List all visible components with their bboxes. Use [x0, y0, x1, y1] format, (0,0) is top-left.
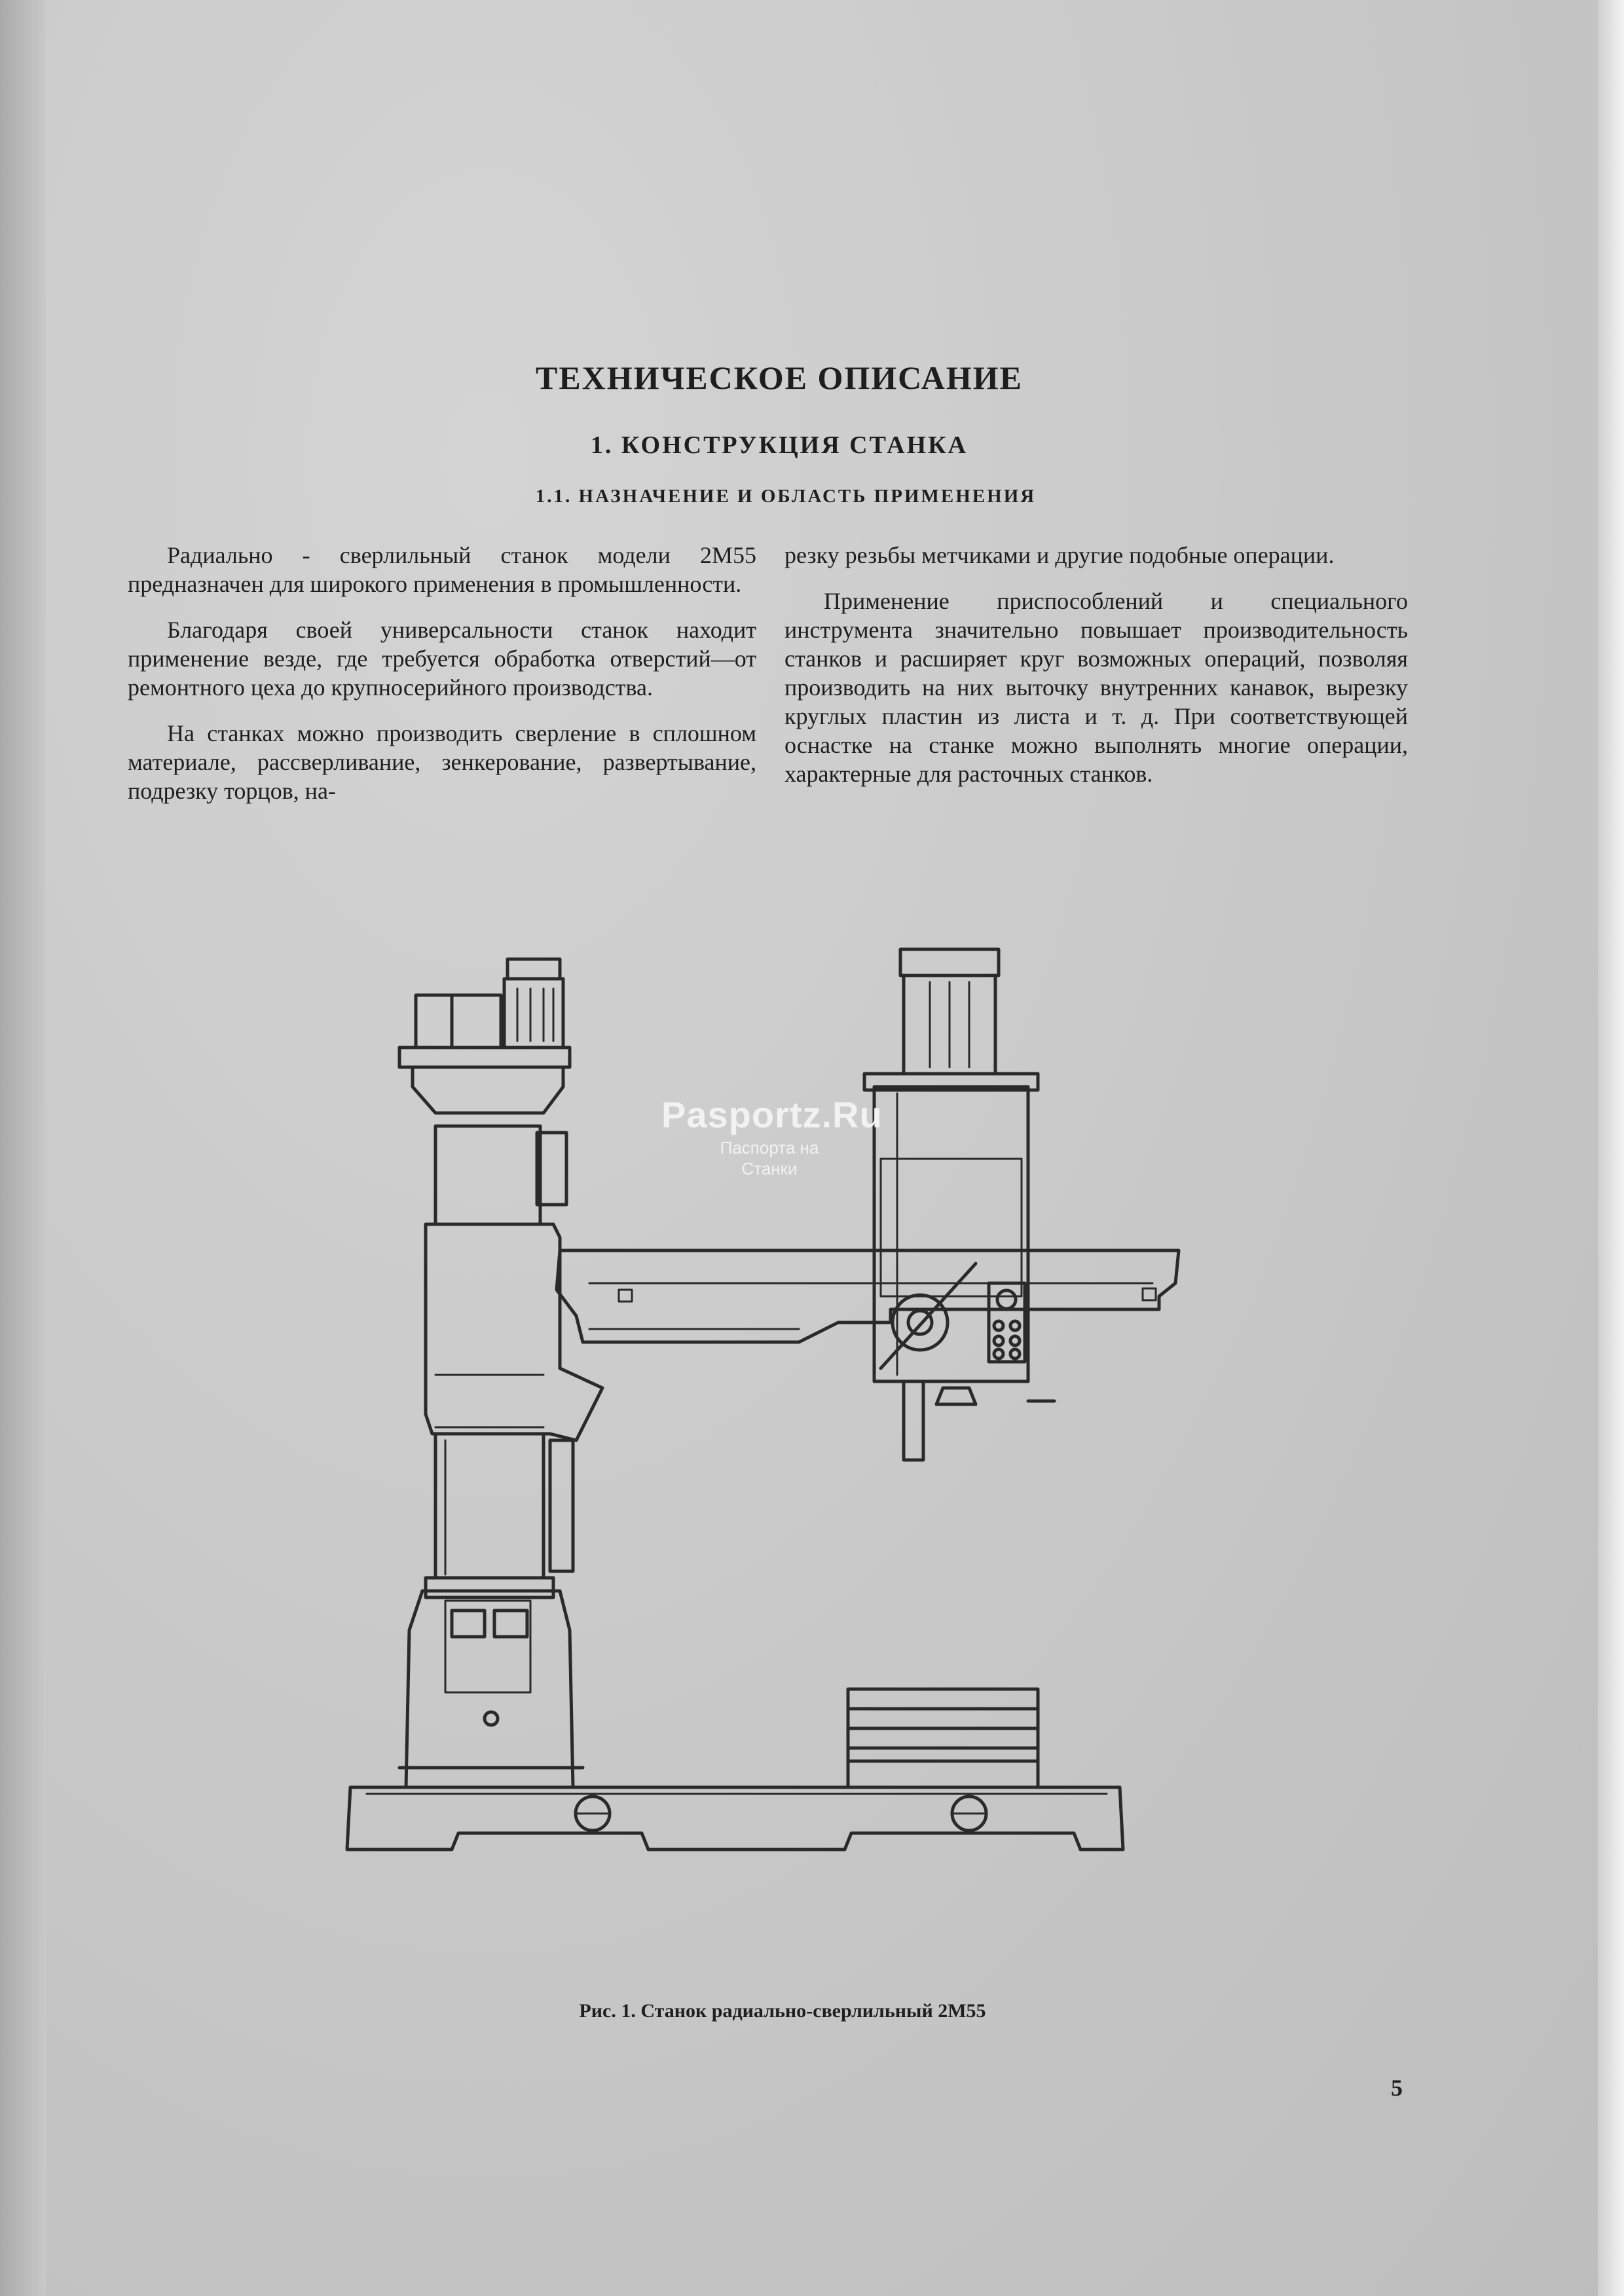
left-text-column: Радиально - сверлильный станок модели 2М…	[128, 541, 756, 822]
radial-arm	[555, 1248, 1181, 1344]
top-block-left	[414, 993, 454, 1049]
paragraph: Благодаря своей универсальности станок н…	[128, 617, 756, 701]
column	[434, 1432, 545, 1580]
watermark-subtitle-line2: Станки	[741, 1159, 798, 1178]
right-text-column: резку резьбы метчиками и другие подобные…	[784, 541, 1408, 805]
machine-base	[345, 1785, 1125, 1851]
paragraph: Применение приспособлений и специального…	[784, 588, 1408, 787]
watermark-title: Pasportz.Ru	[661, 1094, 883, 1135]
document-heading: ТЕХНИЧЕСКОЕ ОПИСАНИЕ	[535, 359, 1024, 396]
subsection-title: 1.1. НАЗНАЧЕНИЕ И ОБЛАСТЬ ПРИМЕНЕНИЯ	[535, 486, 1037, 507]
watermark-subtitle-line1: Паспорта на	[720, 1138, 819, 1157]
column-pedestal	[404, 1589, 575, 1789]
control-panel	[987, 1281, 1027, 1364]
work-table	[846, 1687, 1040, 1789]
page-number: 5	[1391, 2075, 1403, 2101]
paragraph-continuation: резку резьбы метчиками и другие подобные…	[784, 542, 1335, 568]
section-title: 1. КОНСТРУКЦИЯ СТАНКА	[590, 431, 969, 459]
scan-right-edge	[1598, 0, 1624, 2296]
radial-drill-figure	[345, 947, 1181, 1851]
watermark: Pasportz.Ru Паспорта на Станки	[661, 1093, 883, 1178]
spindle	[902, 1379, 925, 1462]
arm-sleeve	[424, 1222, 604, 1442]
handwheel	[891, 1293, 950, 1352]
scan-left-edge	[0, 0, 46, 2296]
drilling-head	[872, 1085, 1030, 1383]
figure-caption: Рис. 1. Станок радиально-сверлильный 2М5…	[579, 2000, 986, 2022]
paragraph: Радиально - сверлильный станок модели 2М…	[128, 542, 756, 597]
paragraph: На станках можно производить сверление в…	[128, 720, 756, 804]
